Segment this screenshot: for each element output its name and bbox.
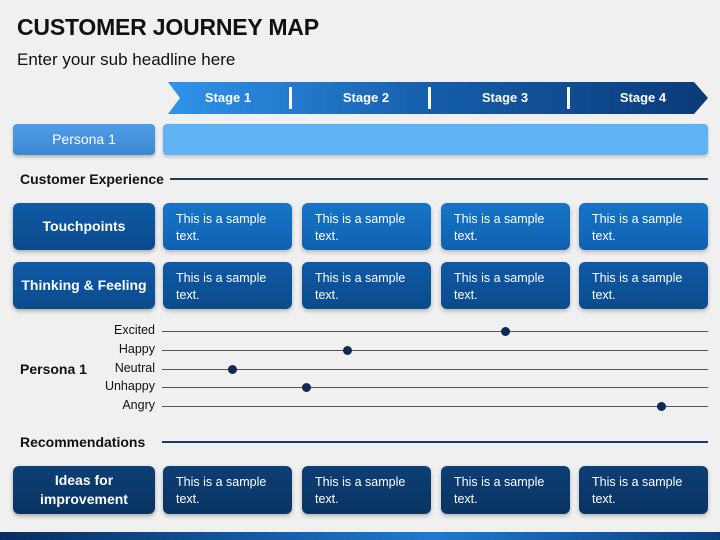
- stage-bar: Stage 1 Stage 2 Stage 3 Stage 4: [168, 82, 708, 114]
- emotion-point-3: [343, 345, 353, 355]
- emotion-point-1: [228, 364, 238, 374]
- page-title: CUSTOMER JOURNEY MAP: [17, 14, 319, 40]
- touchpoints-label: Touchpoints: [13, 203, 155, 250]
- stage-label-2: Stage 2: [342, 90, 390, 105]
- stage-divider: [567, 87, 570, 109]
- stage-divider: [428, 87, 431, 109]
- emotion-point-2: [302, 383, 312, 393]
- emotion-line-neutral: [162, 368, 708, 370]
- emotion-line-happy: [162, 349, 708, 351]
- stage-label-1: Stage 1: [204, 90, 252, 105]
- touchpoint-cell-1: This is a sample text.: [163, 203, 292, 250]
- recommendations-heading: Recommendations: [20, 434, 146, 450]
- stage-divider: [289, 87, 292, 109]
- emotion-line-unhappy: [162, 387, 708, 389]
- customer-experience-divider: [170, 178, 708, 180]
- thinking-cell-4: This is a sample text.: [579, 262, 708, 309]
- emotion-level-angry: Angry: [122, 398, 155, 412]
- emotion-level-neutral: Neutral: [114, 360, 155, 375]
- touchpoint-cell-3: This is a sample text.: [441, 203, 570, 250]
- emotion-point-5: [657, 402, 667, 411]
- stage-arrow-shape: [168, 82, 708, 114]
- emotion-point-4: [501, 327, 511, 336]
- touchpoint-cell-4: This is a sample text.: [579, 203, 708, 250]
- thinking-cell-1: This is a sample text.: [163, 262, 292, 309]
- stage-label-3: Stage 3: [481, 90, 529, 105]
- emotion-level-unhappy: Unhappy: [104, 379, 155, 394]
- thinking-cell-2: This is a sample text.: [302, 262, 431, 309]
- customer-experience-heading: Customer Experience: [20, 171, 164, 187]
- thinking-cell-3: This is a sample text.: [441, 262, 570, 309]
- persona-strip: [163, 124, 708, 155]
- recommendations-divider: [162, 441, 708, 443]
- ideas-cell-4: This is a sample text.: [579, 466, 708, 514]
- ideas-cell-3: This is a sample text.: [441, 466, 570, 514]
- ideas-cell-2: This is a sample text.: [302, 466, 431, 514]
- emotion-line-excited: [162, 331, 708, 332]
- page-subtitle: Enter your sub headline here: [17, 50, 236, 69]
- emotion-level-happy: Happy: [118, 341, 155, 356]
- emotion-level-excited: Excited: [114, 323, 155, 337]
- ideas-cell-1: This is a sample text.: [163, 466, 292, 514]
- footer-accent-bar: [0, 532, 720, 540]
- thinking-feeling-label: Thinking & Feeling: [13, 262, 155, 309]
- emotion-line-angry: [162, 406, 708, 407]
- persona-tab: Persona 1: [13, 124, 155, 155]
- stage-label-4: Stage 4: [619, 90, 667, 105]
- emotion-persona-label: Persona 1: [20, 361, 87, 377]
- ideas-label: Ideas for improvement: [13, 466, 155, 514]
- touchpoint-cell-2: This is a sample text.: [302, 203, 431, 250]
